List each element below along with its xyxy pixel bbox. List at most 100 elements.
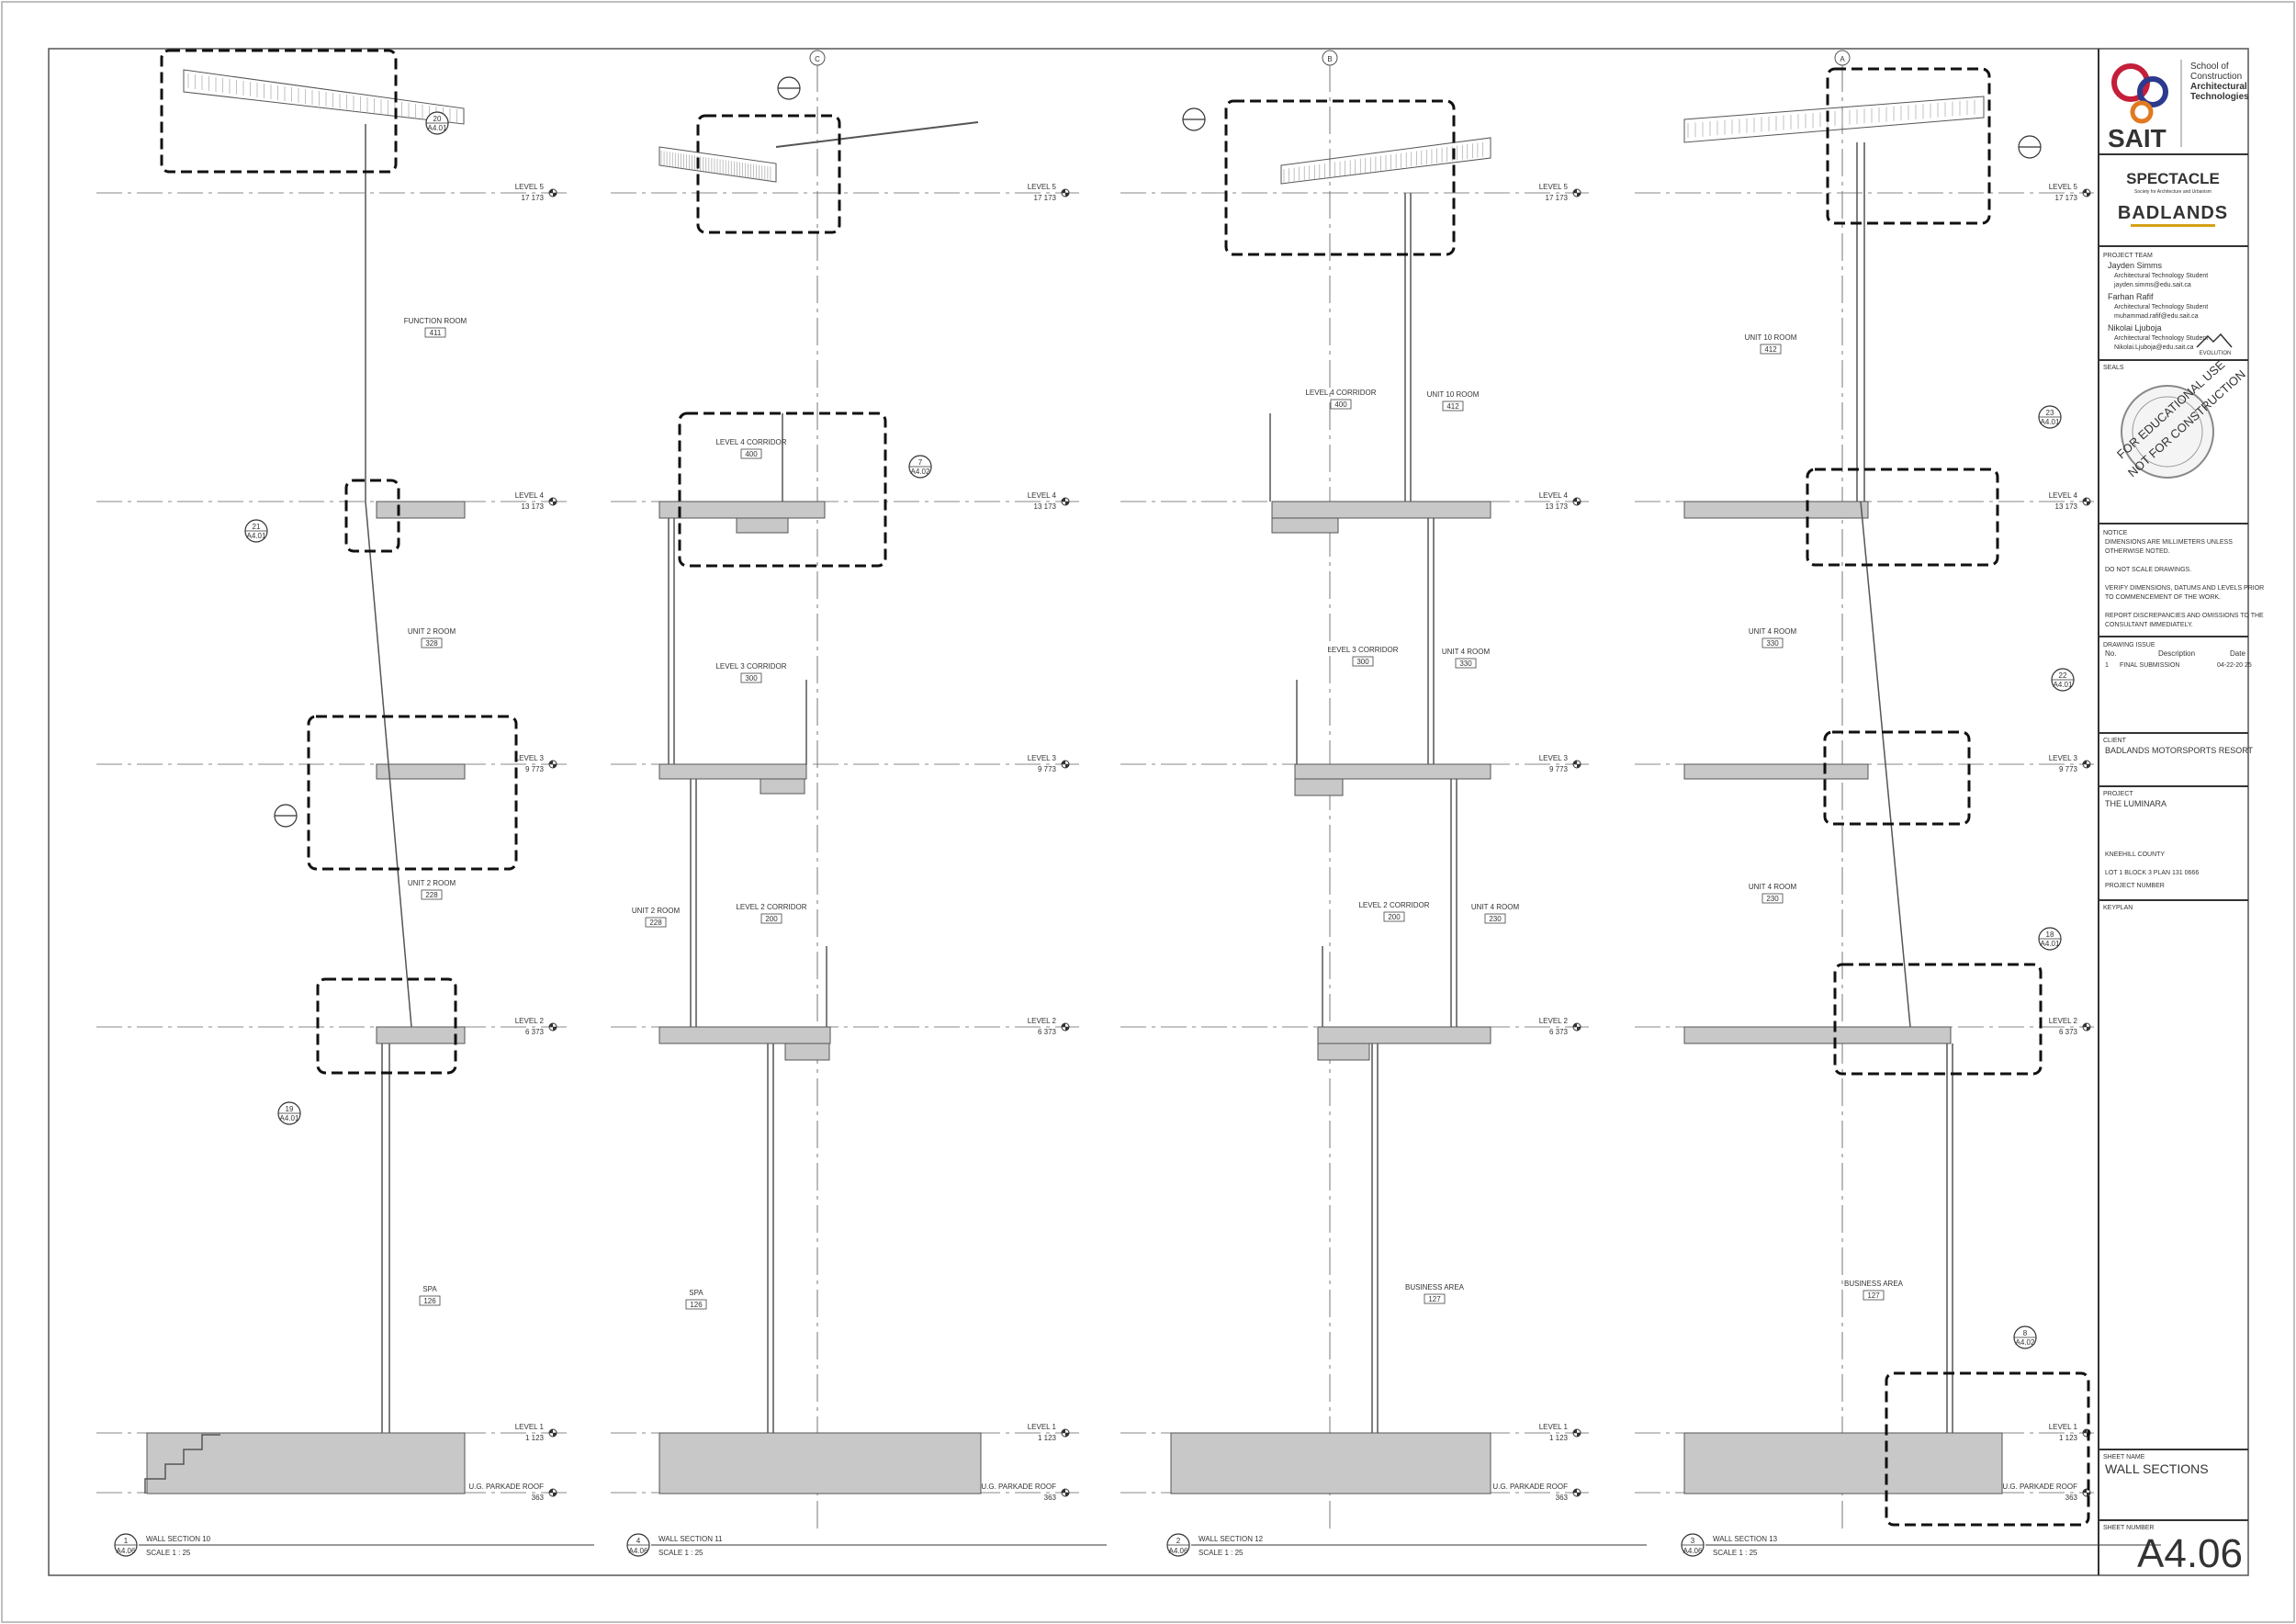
detail-number: 20	[433, 115, 442, 123]
level-marker-icon	[2082, 1022, 2091, 1032]
project-logo-underline	[2131, 224, 2215, 227]
detail-callout-box	[316, 977, 457, 1075]
level-elevation: 9 773	[1038, 765, 1057, 773]
room-number: 126	[423, 1297, 436, 1305]
team-member-email: jayden.simms@edu.sait.ca	[2113, 282, 2191, 288]
detail-sheet: A4.01	[2041, 940, 2060, 948]
school-name-line: Architectural	[2190, 82, 2247, 92]
detail-callout-box	[344, 479, 400, 553]
company-tagline: Society for Architecture and Urbanism	[2134, 189, 2212, 195]
team-member-email: muhammad.rafif@edu.sait.ca	[2114, 313, 2199, 320]
notice-text: VERIFY DIMENSIONS, DATUMS AND LEVELS PRI…	[2105, 585, 2264, 601]
level-elevation: 363	[532, 1494, 545, 1502]
level-marker-icon	[548, 1488, 557, 1497]
level-name: U.G. PARKADE ROOF	[468, 1483, 544, 1491]
detail-callout-box	[696, 114, 841, 234]
level-elevation: 17 173	[522, 194, 545, 202]
room-name: UNIT 4 ROOM	[1471, 903, 1520, 911]
detail-number: 22	[2059, 671, 2067, 680]
evolution-logo: EVOLUTION	[2196, 333, 2233, 356]
sheet-number: A4.06	[2137, 1531, 2243, 1576]
team-member-role: Architectural Technology Student	[2114, 304, 2208, 310]
floor-slab	[658, 763, 807, 780]
roof-assembly	[1280, 137, 1491, 185]
project-number-label: PROJECT NUMBER	[2105, 883, 2165, 889]
level-name: LEVEL 5	[1539, 183, 1569, 191]
evolution-logo-text: EVOLUTION	[2200, 351, 2232, 356]
room-number-box	[1863, 1290, 1885, 1301]
level-marker-icon	[548, 1022, 557, 1032]
roof-assembly	[658, 146, 777, 183]
roof-edge-line	[775, 121, 979, 148]
team-member-email: Nikolai.Ljuboja@edu.sait.ca	[2114, 344, 2194, 351]
floor-slab	[736, 517, 789, 534]
room-name: UNIT 4 ROOM	[1749, 627, 1797, 636]
level-name: LEVEL 3	[1028, 754, 1057, 762]
section-sheet: A4.06	[1683, 1547, 1703, 1555]
sheet-name-heading: SHEET NAME	[2103, 1454, 2145, 1460]
team-member-role: Architectural Technology Student	[2114, 273, 2208, 279]
room-number: 411	[430, 329, 442, 337]
detail-number: 23	[2046, 409, 2054, 417]
section-scale: SCALE 1 : 25	[146, 1549, 191, 1557]
room-number-box	[740, 448, 762, 459]
room-number-box	[419, 1295, 441, 1306]
level-marker-icon	[1572, 188, 1581, 197]
room-name: UNIT 4 ROOM	[1442, 648, 1491, 656]
level-marker-icon	[1572, 1022, 1581, 1032]
grid-bubble	[809, 50, 826, 66]
detail-sheet: A4.01	[280, 1114, 299, 1122]
detail-number: 8	[2023, 1329, 2028, 1337]
room-number: 300	[745, 674, 758, 682]
detail-sheet: A4.01	[2041, 418, 2060, 426]
level-name: LEVEL 5	[1028, 183, 1057, 191]
level-marker-icon	[548, 188, 557, 197]
section-scale: SCALE 1 : 25	[1199, 1549, 1244, 1557]
level-name: LEVEL 2	[1028, 1017, 1057, 1025]
detail-number: 18	[2046, 930, 2054, 939]
room-number: 230	[1766, 895, 1779, 903]
floor-slab	[1294, 778, 1344, 796]
room-name: LEVEL 2 CORRIDOR	[1358, 901, 1429, 909]
client-heading: CLIENT	[2103, 738, 2127, 744]
level-elevation: 1 123	[1549, 1434, 1569, 1442]
level-marker-icon	[2082, 1488, 2091, 1497]
room-name: LEVEL 4 CORRIDOR	[715, 438, 786, 446]
room-name: LEVEL 3 CORRIDOR	[1327, 646, 1398, 654]
room-name: UNIT 10 ROOM	[1427, 390, 1480, 399]
level-elevation: 6 373	[2059, 1028, 2078, 1036]
team-member-name: Nikolai Ljuboja	[2108, 323, 2162, 333]
room-number: 400	[1334, 400, 1347, 409]
room-number-box	[1760, 344, 1782, 355]
notice-text: DO NOT SCALE DRAWINGS.	[2105, 567, 2191, 573]
detail-sheet: A4.01	[2054, 681, 2073, 689]
level-marker-icon	[1061, 1488, 1070, 1497]
keyplan-heading: KEYPLAN	[2103, 905, 2133, 911]
level-elevation: 363	[1044, 1494, 1057, 1502]
room-number-box	[740, 672, 762, 683]
school-name-line: Construction	[2190, 72, 2242, 82]
level-elevation: 6 373	[1549, 1028, 1569, 1036]
room-number: 200	[1388, 913, 1401, 921]
level-name: LEVEL 1	[1028, 1423, 1057, 1431]
detail-sheet: A4.02	[2016, 1338, 2035, 1347]
level-elevation: 6 373	[525, 1028, 545, 1036]
detail-number: 19	[286, 1105, 294, 1113]
level-name: LEVEL 1	[2049, 1423, 2078, 1431]
room-tag: LEVEL 2 CORRIDOR 200	[1358, 901, 1430, 922]
level-elevation: 9 773	[2059, 765, 2078, 773]
room-number-box	[1484, 913, 1506, 924]
level-marker-icon	[1572, 1428, 1581, 1438]
level-elevation: 13 173	[1034, 502, 1057, 511]
